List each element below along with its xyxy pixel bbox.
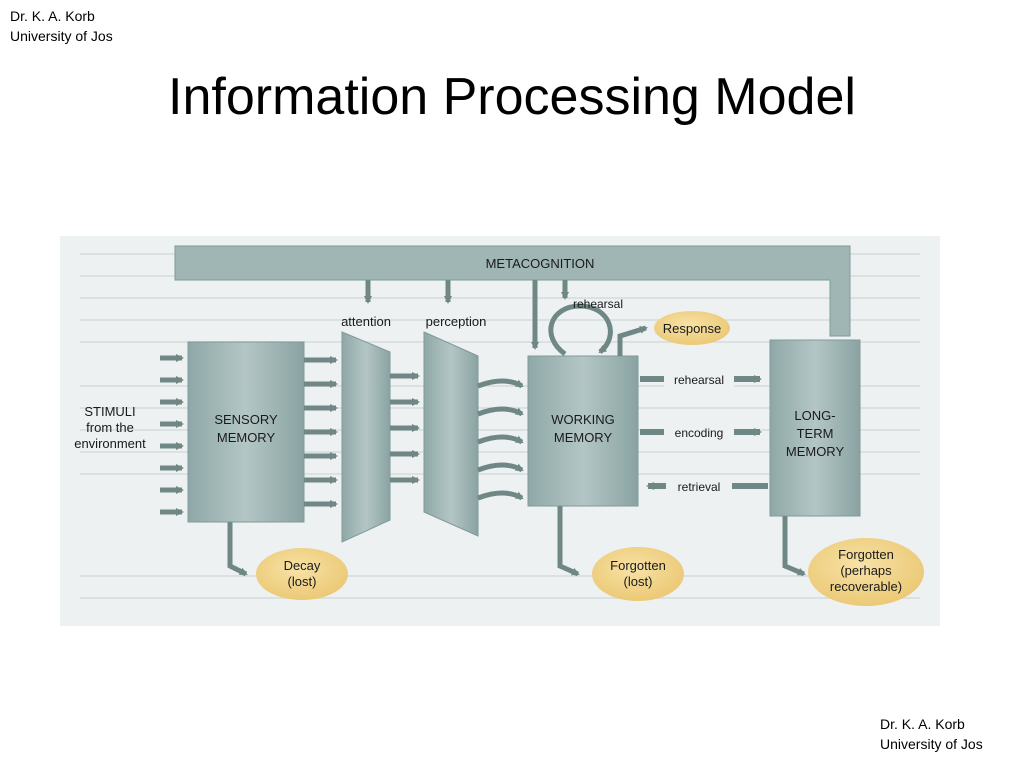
sensory-memory-label-2: MEMORY <box>217 430 276 445</box>
header-author: Dr. K. A. Korb <box>10 8 95 24</box>
encoding-arrow-label-bg <box>664 423 734 441</box>
diagram-canvas: METACOGNITION STIMULI from the environme… <box>60 236 940 626</box>
sensory-output-arrows <box>304 356 338 508</box>
forgotten-recoverable-label-3: recoverable) <box>830 579 902 594</box>
working-memory-box <box>527 355 639 507</box>
forgotten-recoverable-oval <box>808 538 924 606</box>
svg-text:environment: environment <box>74 436 146 451</box>
rehearsal-loop-label: rehearsal <box>573 297 623 311</box>
attention-output-arrows <box>390 372 420 484</box>
metacognition-down-arrows <box>364 280 569 350</box>
encoding-arrow-label: encoding <box>675 426 724 440</box>
ltm-label-2: TERM <box>797 426 834 441</box>
ltm-label-3: MEMORY <box>786 444 845 459</box>
header-credit: Dr. K. A. Korb University of Jos <box>10 6 113 46</box>
attention-label: attention <box>341 314 391 329</box>
response-arrow <box>617 325 648 356</box>
response-oval <box>654 311 730 345</box>
perception-label: perception <box>426 314 487 329</box>
attention-funnel <box>341 331 391 543</box>
sensory-memory-label-1: SENSORY <box>214 412 278 427</box>
ltm-label-1: LONG- <box>794 408 835 423</box>
metacognition-label: METACOGNITION <box>486 256 595 271</box>
rehearsal-loop-arrow <box>548 303 613 357</box>
decay-label-2: (lost) <box>288 574 317 589</box>
decay-oval <box>256 548 348 600</box>
rehearsal-arrow-label: rehearsal <box>674 373 724 387</box>
retrieval-arrow-label-bg <box>666 477 732 495</box>
stimuli-label: STIMULI from the environment <box>74 404 146 451</box>
footer-credit: Dr. K. A. Korb University of Jos <box>880 714 983 754</box>
footer-author: Dr. K. A. Korb <box>880 716 965 732</box>
metacognition-bar <box>174 245 851 337</box>
perception-output-arrows <box>477 378 524 501</box>
header-institution: University of Jos <box>10 28 113 44</box>
working-memory-label-1: WORKING <box>551 412 615 427</box>
retrieval-arrow-label: retrieval <box>678 480 721 494</box>
forgotten-lost-label-2: (lost) <box>624 574 653 589</box>
rehearsal-arrow-label-bg <box>664 370 734 388</box>
page-title: Information Processing Model <box>168 68 856 126</box>
forgotten-lost-arrow <box>557 506 580 577</box>
svg-text:from the: from the <box>86 420 134 435</box>
long-term-memory-box <box>769 339 861 517</box>
perception-funnel <box>423 331 479 537</box>
forgotten-recoverable-arrow <box>782 516 806 577</box>
footer-institution: University of Jos <box>880 736 983 752</box>
decay-label-1: Decay <box>284 558 321 573</box>
forgotten-lost-label-1: Forgotten <box>610 558 666 573</box>
svg-text:STIMULI: STIMULI <box>84 404 135 419</box>
forgotten-lost-oval <box>592 547 684 601</box>
information-processing-diagram: METACOGNITION STIMULI from the environme… <box>60 236 940 626</box>
working-memory-label-2: MEMORY <box>554 430 613 445</box>
stimuli-arrows <box>160 354 184 516</box>
decay-arrow <box>227 522 248 577</box>
response-label: Response <box>663 321 722 336</box>
sensory-memory-box <box>187 341 305 523</box>
forgotten-recoverable-label-1: Forgotten <box>838 547 894 562</box>
forgotten-recoverable-label-2: (perhaps <box>840 563 892 578</box>
